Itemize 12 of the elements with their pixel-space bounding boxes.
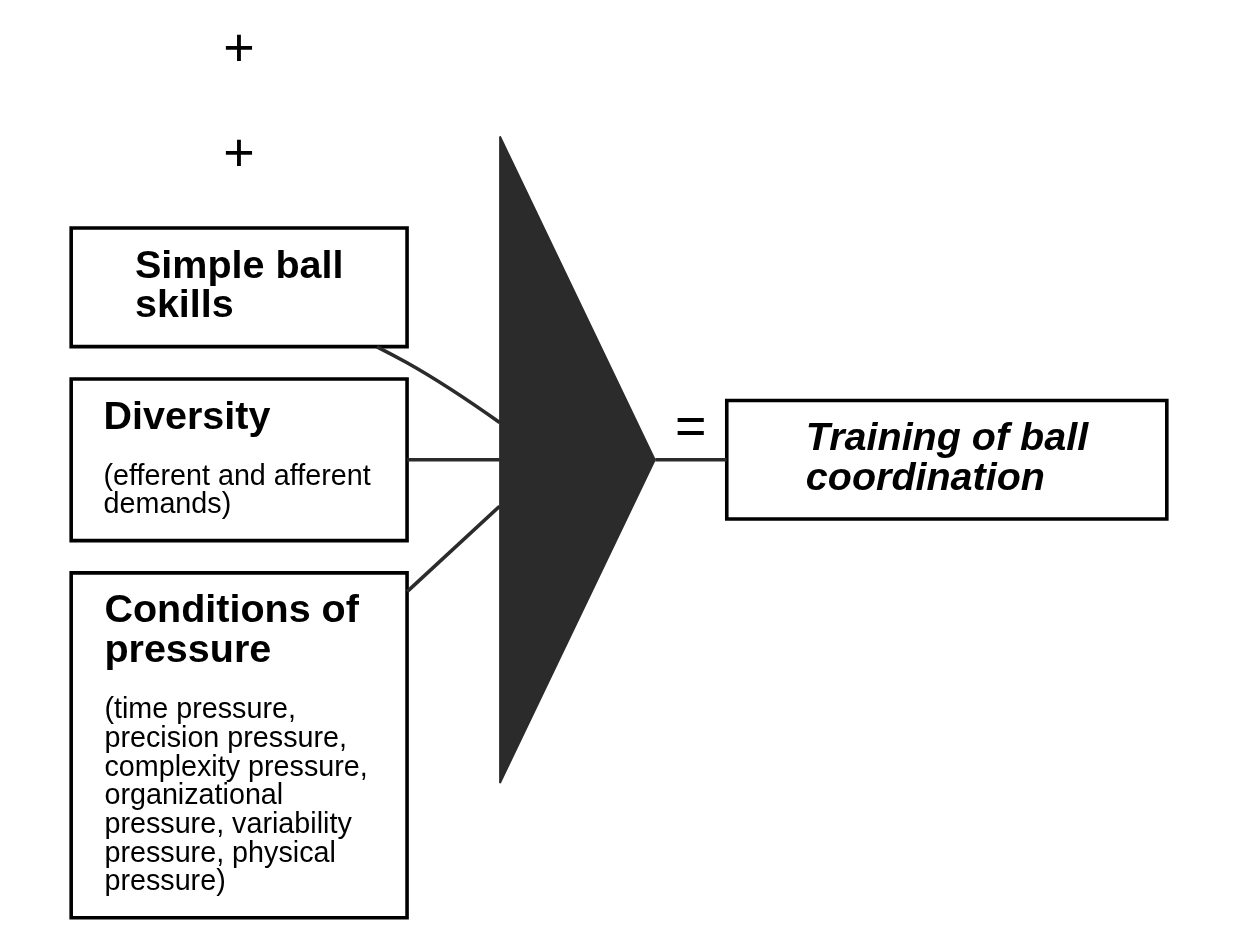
node-triangle (498, 135, 656, 784)
node-box: Diversity (efferent and afferent demands) (68, 377, 409, 543)
node-box: Conditions of pressure (time pressure, precision pressure, complexity pressure, organizational pressure, variability pressure, physical pressure) (68, 571, 409, 920)
node-box: Simple ball skills (68, 226, 409, 349)
connector (654, 457, 727, 462)
connector (406, 457, 500, 462)
edge-label: = (674, 394, 707, 455)
label: + (222, 122, 255, 183)
label: + (222, 16, 255, 77)
connector (375, 345, 501, 425)
node-box: Training of ball coordination (724, 398, 1169, 521)
connector (405, 504, 501, 593)
